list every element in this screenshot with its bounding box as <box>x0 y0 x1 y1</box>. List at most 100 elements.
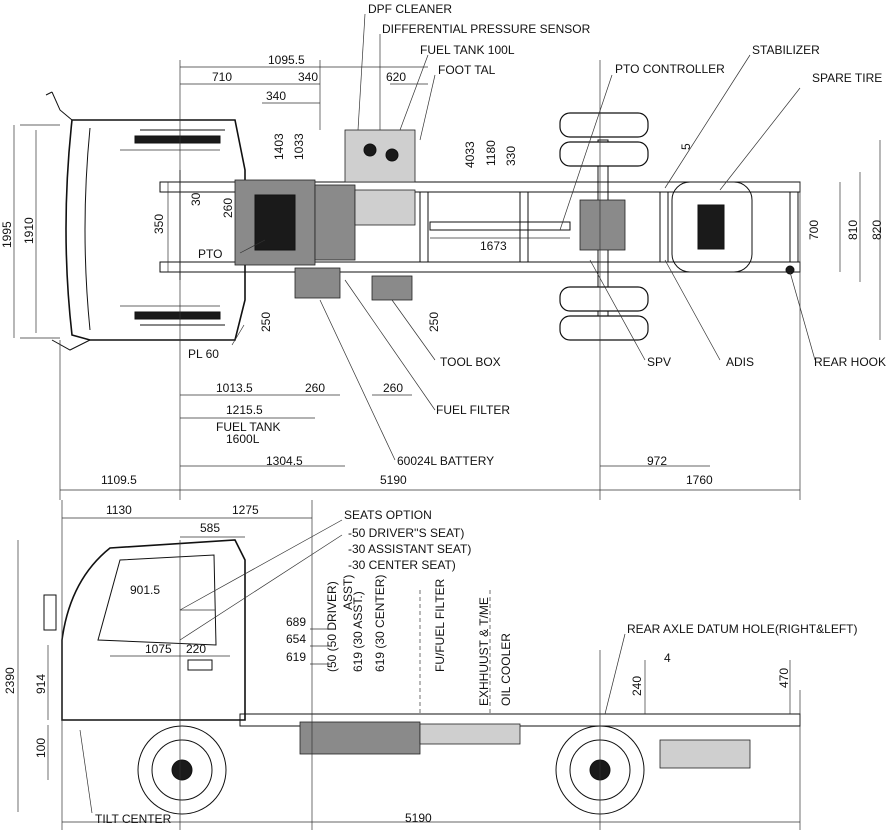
label-tool-box: TOOL BOX <box>440 355 501 369</box>
dimensions: 1095.5 710 340 620 340 1403 1033 4033 11… <box>0 53 884 825</box>
label-v-oil-cooler: OIL COOLER <box>499 633 513 706</box>
battery-box <box>294 267 341 299</box>
label-spv: SPV <box>647 355 671 369</box>
cab-outline-top <box>65 119 246 341</box>
dim-1095-5: 1095.5 <box>268 53 305 67</box>
dim-5190a: 5190 <box>380 473 407 487</box>
label-seat-center: -30 CENTER SEAT) <box>348 558 456 572</box>
front-wheel <box>137 725 227 815</box>
cab-outline-side <box>61 539 246 721</box>
label-rear-hook: REAR HOOK <box>814 355 886 369</box>
label-pto: PTO <box>198 247 222 261</box>
label-fuel-tank-100l: FUEL TANK 100L <box>420 43 515 57</box>
label-seats-option: SEATS OPTION <box>344 508 432 522</box>
dim-1995: 1995 <box>0 221 14 248</box>
label-tilt-center: TILT CENTER <box>95 812 172 826</box>
dim-250b: 250 <box>427 312 441 332</box>
label-v-asst: ASST) <box>341 575 355 610</box>
dim-5190b: 5190 <box>405 811 432 825</box>
rear-box <box>659 739 751 769</box>
dim-901-5: 901.5 <box>130 583 160 597</box>
dim-1033: 1033 <box>292 133 306 160</box>
dim-1215-5: 1215.5 <box>226 403 263 417</box>
transmission <box>314 184 356 261</box>
differential <box>579 199 626 251</box>
label-foot-tal: FOOT TAL <box>438 63 496 77</box>
label-fuel-tank-cap: 1600L <box>226 432 260 446</box>
dim-1673: 1673 <box>480 239 507 253</box>
label-pto-controller: PTO CONTROLLER <box>615 62 725 76</box>
dim-1109-5: 1109.5 <box>101 473 137 487</box>
dim-240: 240 <box>630 676 644 696</box>
label-v-619-center: 619 (30 CENTER) <box>373 575 387 672</box>
dim-1013-5: 1013.5 <box>216 381 253 395</box>
dim-810: 810 <box>846 220 860 240</box>
labels: DPF CLEANER DIFFERENTIAL PRESSURE SENSOR… <box>95 2 886 826</box>
dim-350: 350 <box>152 214 166 234</box>
dim-340b: 340 <box>266 89 286 103</box>
mirror-bottom <box>51 339 91 351</box>
dim-689: 689 <box>286 615 306 629</box>
dim-470: 470 <box>777 668 791 688</box>
dim-330: 330 <box>504 146 518 166</box>
dim-1075: 1075 <box>145 642 172 656</box>
dim-654: 654 <box>286 632 306 646</box>
dim-250a: 250 <box>259 312 273 332</box>
side-view <box>17 500 801 830</box>
dim-100: 100 <box>34 738 48 758</box>
label-v-50-driver: (50 (50 DRIVER) <box>325 581 339 672</box>
fuel-tank-small <box>344 129 416 183</box>
dim-4033: 4033 <box>463 141 477 168</box>
dim-972: 972 <box>647 454 667 468</box>
dim-220: 220 <box>186 642 206 656</box>
dim-914: 914 <box>34 674 48 694</box>
dim-2390: 2390 <box>3 667 17 694</box>
side-mirror <box>43 594 57 631</box>
dim-30: 30 <box>189 192 203 206</box>
label-seat-assist: -30 ASSISTANT SEAT) <box>348 542 471 556</box>
dim-620: 620 <box>386 70 406 84</box>
rear-hook-shape <box>785 265 795 275</box>
label-dpf-cleaner: DPF CLEANER <box>368 2 452 16</box>
dim-1180: 1180 <box>484 140 498 166</box>
label-battery: 60024L BATTERY <box>397 454 494 468</box>
wiper-top <box>134 135 221 144</box>
dim-1130: 1130 <box>106 503 132 517</box>
rear-tire-4 <box>559 315 649 341</box>
rear-tire-3 <box>559 286 649 312</box>
tool-box-shape <box>371 275 413 301</box>
label-stabilizer: STABILIZER <box>752 43 820 57</box>
dim-1910: 1910 <box>22 217 36 244</box>
dim-710: 710 <box>212 70 232 84</box>
dim-5: 5 <box>679 143 693 150</box>
label-pl60: PL 60 <box>188 347 219 361</box>
dim-585: 585 <box>200 521 220 535</box>
label-adis: ADIS <box>726 355 754 369</box>
dpf-unit <box>354 189 416 226</box>
label-v-619-asst: 619 (30 ASST.) <box>351 591 365 672</box>
rear-tire-1 <box>559 112 649 138</box>
label-seat-driver: -50 DRIVER''S SEAT) <box>348 526 464 540</box>
label-fuel-filter: FUEL FILTER <box>436 403 510 417</box>
dim-1760: 1760 <box>686 473 713 487</box>
dim-340a: 340 <box>298 70 318 84</box>
top-view <box>13 13 881 500</box>
label-v-fu-filter: FU/FUEL FILTER <box>433 578 447 672</box>
dim-820: 820 <box>870 220 884 240</box>
mirror-top <box>51 91 73 121</box>
label-fuel-tank: FUEL TANK <box>216 420 280 434</box>
dim-619: 619 <box>286 650 306 664</box>
rear-tire-2 <box>559 141 649 167</box>
label-diff-sensor: DIFFERENTIAL PRESSURE SENSOR <box>382 22 591 36</box>
windshield <box>97 554 217 646</box>
door-handle <box>187 659 213 671</box>
dim-1275: 1275 <box>232 503 259 517</box>
dim-260c: 260 <box>383 381 403 395</box>
drive-shaft <box>429 221 571 231</box>
side-components <box>299 721 421 755</box>
dim-700: 700 <box>807 220 821 240</box>
dim-260b: 260 <box>305 381 325 395</box>
dim-1304-5: 1304.5 <box>266 454 303 468</box>
dim-260: 260 <box>221 198 235 218</box>
